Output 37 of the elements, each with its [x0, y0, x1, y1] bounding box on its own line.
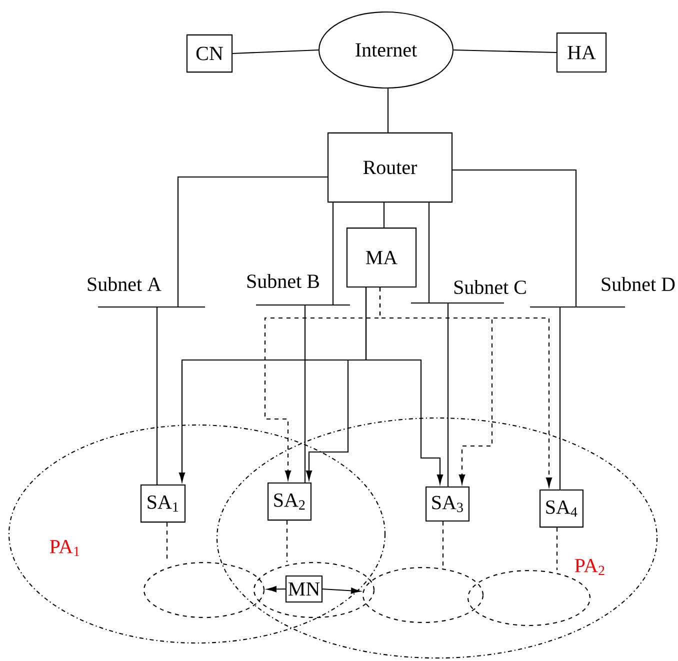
connector-line	[447, 303, 449, 486]
router-box: Router	[327, 132, 453, 203]
connector-line	[383, 202, 385, 228]
node-box: MN	[285, 575, 323, 603]
arrow	[379, 288, 552, 488]
connector-line	[556, 528, 558, 570]
subnet-label: Subnet B	[247, 274, 319, 288]
subnet-label: Subnet A	[88, 276, 162, 292]
connector-line	[232, 49, 318, 54]
connector-line	[452, 169, 577, 307]
connector-line	[559, 307, 561, 490]
agent-box: SA$_{3}$	[426, 486, 470, 522]
cell-ellipse	[362, 567, 484, 623]
area-label: PA$_{2}$	[574, 558, 604, 576]
arrow	[322, 588, 361, 594]
cell-ellipse	[253, 562, 375, 618]
connector-line	[428, 202, 430, 303]
agent-box: SA$_{1}$	[140, 484, 186, 523]
area-label: PA$_{1}$	[50, 540, 80, 556]
agent-box: MA	[346, 228, 417, 288]
connector-line	[304, 305, 306, 482]
connector-line	[177, 176, 328, 307]
host-box: HA	[556, 32, 607, 72]
host-box: CN	[186, 34, 233, 73]
connector-line	[387, 88, 389, 132]
cell-ellipse	[143, 562, 265, 618]
connector-line	[286, 520, 288, 562]
subnet-label: Subnet D	[602, 276, 675, 292]
agent-box: SA$_{2}$	[268, 482, 312, 521]
arrow	[365, 288, 444, 484]
agent-box: SA$_{4}$	[540, 489, 584, 528]
connector-line	[156, 307, 158, 484]
connector-line	[442, 522, 444, 567]
connector-line	[332, 202, 334, 305]
subnet-label: Subnet C	[454, 280, 526, 294]
arrow	[266, 586, 286, 592]
connector-line	[454, 49, 556, 54]
